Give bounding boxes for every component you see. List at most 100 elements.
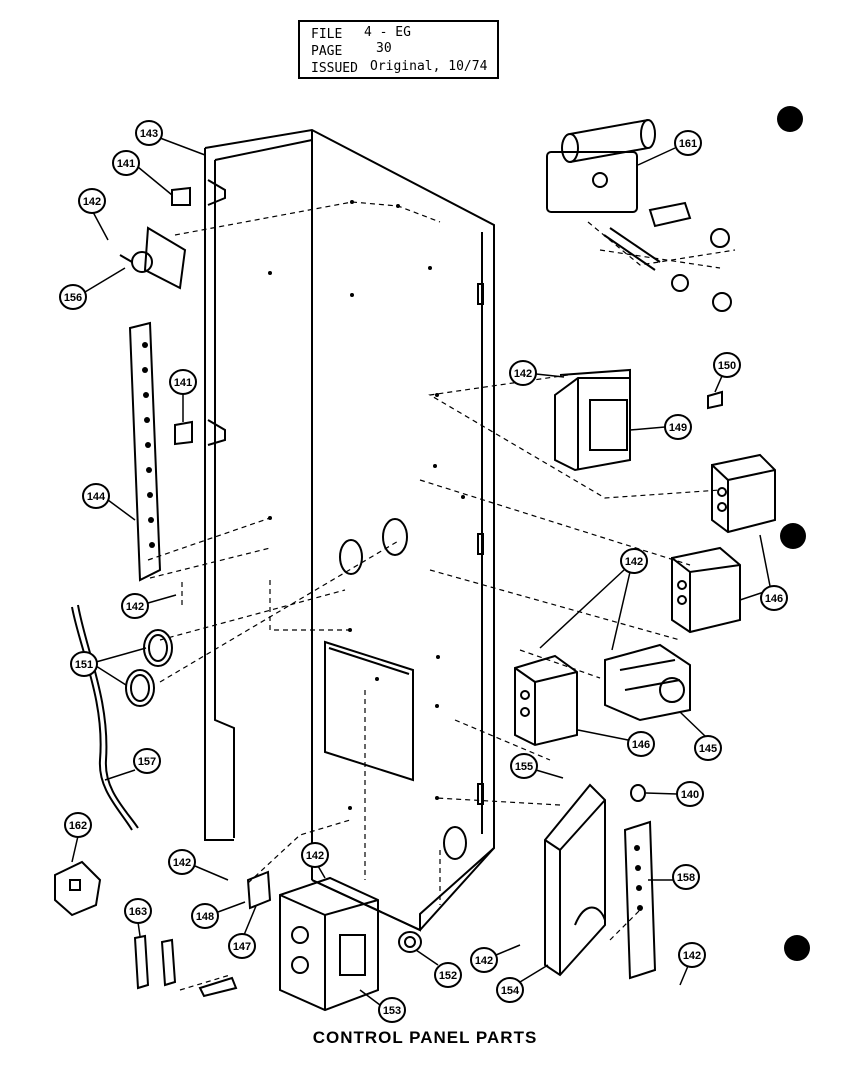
callout-145: 145 (679, 711, 722, 761)
callout-142-f: 142 (678, 942, 706, 986)
control-156 (119, 226, 187, 290)
clip-141-upper (171, 186, 191, 206)
bushing-150 (707, 390, 723, 410)
control-panel-body (204, 128, 495, 932)
bracket-147 (246, 870, 272, 910)
binder-hole-bottom (784, 935, 810, 961)
callout-156: 156 (59, 267, 126, 310)
relay-146-upper (711, 453, 776, 534)
issued-label: ISSUED (311, 61, 358, 76)
header-box: FILE 4 - EG PAGE 30 ISSUED Original, 10/… (298, 20, 499, 79)
binder-hole-middle (780, 523, 806, 549)
callout-158: 158 (648, 864, 700, 890)
callout-149: 149 (629, 414, 692, 440)
callout-152-label: 152 (439, 970, 457, 982)
callout-141-lower: 141 (169, 369, 197, 422)
rings-151 (125, 629, 173, 707)
callout-149-label: 149 (669, 422, 687, 434)
callouts: 143 141 142 156 141 144 142 151 157 162 … (59, 120, 788, 1023)
callout-141-upper: 141 (112, 150, 173, 196)
file-label: FILE (311, 27, 342, 42)
callout-148-label: 148 (196, 911, 214, 923)
callout-146-front: 146 (577, 729, 655, 757)
bracket-154 (544, 783, 606, 977)
terminal-strip-144 (128, 321, 162, 582)
relay-146-lower (671, 546, 741, 634)
callout-147: 147 (228, 905, 257, 959)
relay-146-front (514, 654, 578, 747)
callout-146-front-label: 146 (632, 739, 650, 751)
callout-143: 143 (135, 120, 206, 156)
callout-140-label: 140 (681, 789, 699, 801)
binder-hole-top (777, 106, 803, 132)
callout-162-label: 162 (69, 820, 87, 832)
callout-162: 162 (64, 812, 92, 863)
callout-155-label: 155 (515, 761, 533, 773)
callout-147-label: 147 (233, 941, 251, 953)
callout-141-lower-label: 141 (174, 377, 192, 389)
callout-151: 151 (70, 647, 147, 686)
callout-142-h-label: 142 (514, 368, 532, 380)
callout-163-label: 163 (129, 906, 147, 918)
callout-141-upper-label: 141 (117, 158, 135, 170)
panel-holes (268, 200, 465, 810)
callout-161-label: 161 (679, 138, 697, 150)
callout-155: 155 (510, 753, 564, 779)
callout-142-b: 142 (121, 593, 177, 619)
callout-148: 148 (191, 901, 246, 929)
terminal-block-158 (623, 820, 657, 980)
assembly-dash-lines (147, 201, 736, 991)
callout-142-b-label: 142 (126, 601, 144, 613)
callout-142-c: 142 (168, 849, 229, 881)
callout-142-c-label: 142 (173, 857, 191, 869)
transformer-149 (554, 368, 631, 472)
callout-145-label: 145 (699, 743, 717, 755)
file-value: 4 - EG (364, 25, 411, 40)
callout-161: 161 (637, 130, 702, 166)
callout-146-right: 146 (739, 534, 788, 611)
callout-157: 157 (104, 748, 161, 781)
callout-142-a: 142 (78, 188, 109, 241)
callout-154-label: 154 (501, 985, 520, 997)
terminal-block-158-screws (634, 845, 643, 911)
callout-150: 150 (713, 352, 741, 393)
callout-163: 163 (124, 898, 152, 937)
callout-153: 153 (359, 989, 406, 1023)
callout-142-g: 142 (539, 548, 648, 651)
switch-145 (604, 643, 691, 722)
bushing-140 (630, 784, 646, 802)
page-value: 30 (376, 41, 392, 56)
page-label: PAGE (311, 44, 342, 59)
callout-143-label: 143 (140, 128, 158, 140)
callout-142-d-label: 142 (306, 850, 324, 862)
issued-value: Original, 10/74 (370, 59, 488, 74)
callout-142-g-label: 142 (625, 556, 643, 568)
callout-142-e: 142 (470, 944, 521, 973)
terminal-strip-144-screws (142, 342, 155, 548)
callout-152: 152 (415, 949, 462, 988)
callout-142-f-label: 142 (683, 950, 701, 962)
capacitor-161 (546, 119, 732, 312)
callout-142-h: 142 (509, 360, 565, 386)
timer-153 (279, 876, 379, 1012)
callout-144-label: 144 (87, 491, 106, 503)
callout-151-label: 151 (75, 659, 93, 671)
callout-158-label: 158 (677, 872, 695, 884)
callout-150-label: 150 (718, 360, 736, 372)
callout-142-d: 142 (301, 842, 329, 879)
diagram-caption: CONTROL PANEL PARTS (313, 1028, 538, 1047)
callout-157-label: 157 (138, 756, 156, 768)
callout-146-right-label: 146 (765, 593, 783, 605)
clip-141-lower (174, 420, 193, 446)
callout-140: 140 (645, 781, 704, 807)
callout-142-a-label: 142 (83, 196, 101, 208)
callout-154: 154 (496, 964, 549, 1003)
callout-156-label: 156 (64, 292, 82, 304)
bracket-163 (133, 934, 238, 998)
callout-144: 144 (82, 483, 136, 521)
callout-142-e-label: 142 (475, 955, 493, 967)
callout-153-label: 153 (383, 1005, 401, 1017)
connector-162 (54, 860, 102, 917)
